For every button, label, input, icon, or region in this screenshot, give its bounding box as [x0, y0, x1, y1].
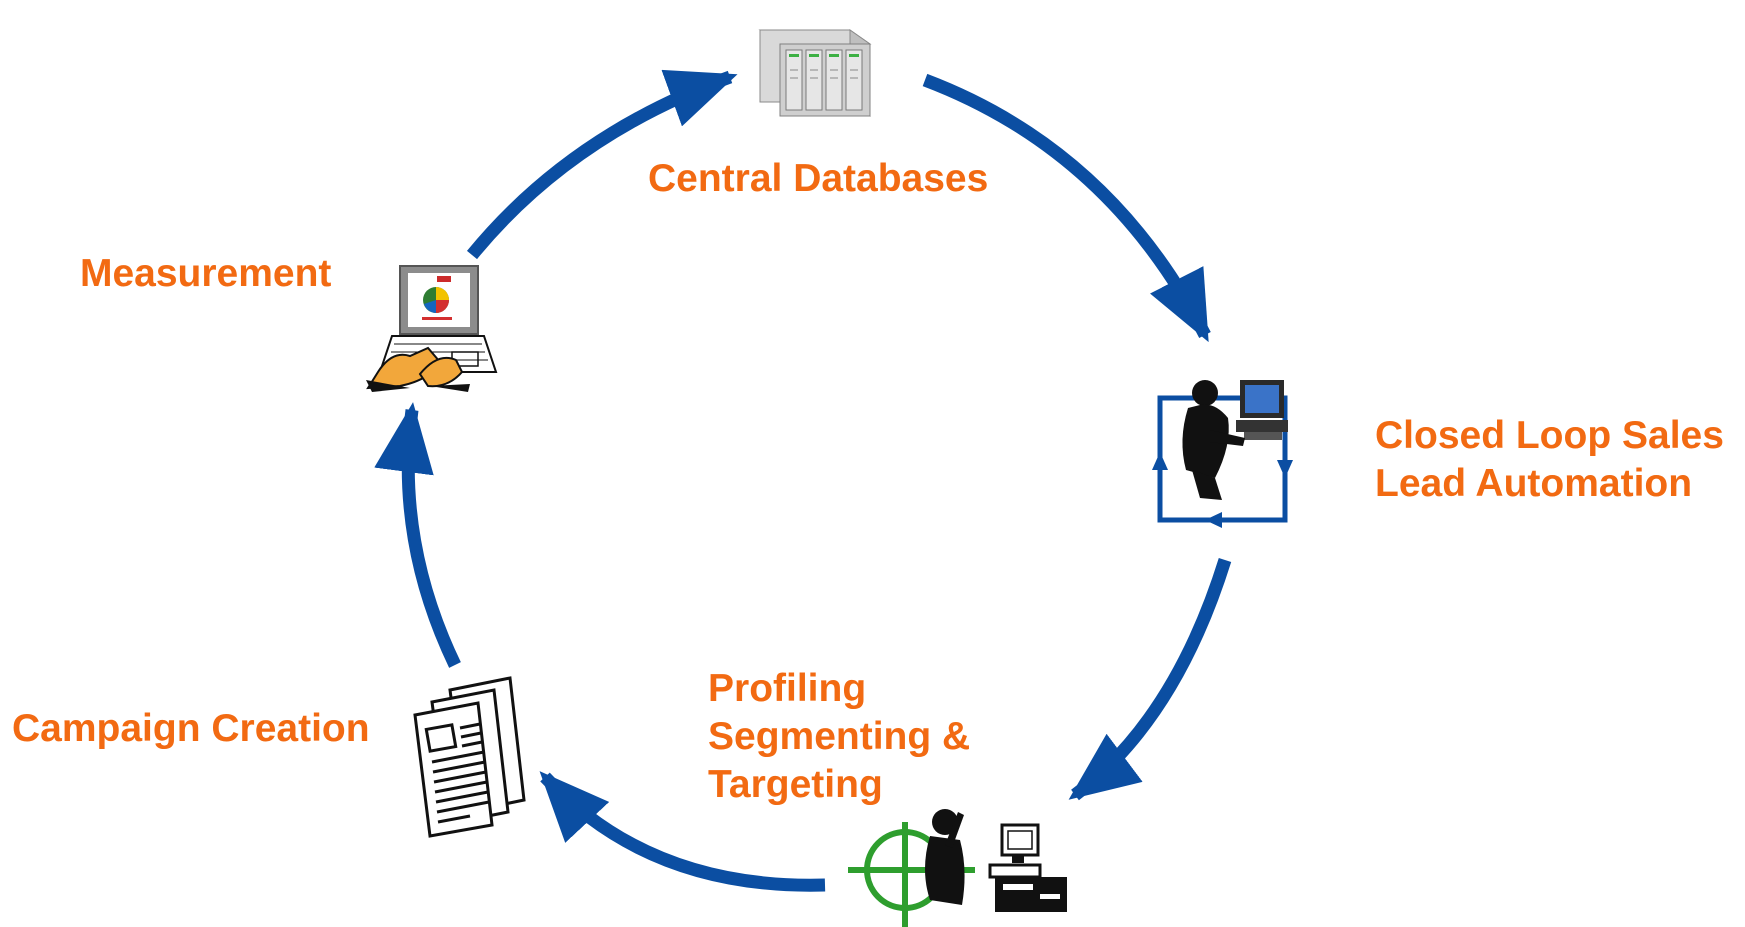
arrow-profiling-to-campaign: [539, 771, 826, 892]
arrow-databases-to-sales: [922, 73, 1211, 343]
label-profiling-line-3: Targeting: [708, 763, 883, 806]
label-profiling-line-2: Segmenting &: [708, 715, 971, 758]
label-closed-loop-line-1: Closed Loop Sales: [1375, 414, 1724, 457]
server-rack-icon: [758, 29, 872, 117]
arrow-measurement-to-databases: [466, 69, 738, 260]
label-closed-loop-line-2: Lead Automation: [1375, 462, 1693, 505]
arrow-sales-to-profiling: [1068, 558, 1232, 801]
target-analyst-icon: [848, 809, 1067, 927]
label-profiling-line-1: Profiling: [708, 667, 867, 710]
laptop-pie-chart-icon: [366, 265, 498, 392]
label-profiling: Profiling Segmenting & Targeting: [708, 665, 970, 809]
label-central-databases: Central Databases: [648, 157, 989, 200]
label-measurement: Measurement: [80, 252, 332, 295]
arrow-campaign-to-measurement: [374, 402, 461, 668]
label-closed-loop-sales: Closed Loop Sales Lead Automation: [1375, 412, 1724, 508]
label-campaign-creation: Campaign Creation: [12, 707, 370, 750]
documents-icon: [413, 676, 526, 838]
person-at-computer-loop-icon: [1152, 380, 1293, 528]
